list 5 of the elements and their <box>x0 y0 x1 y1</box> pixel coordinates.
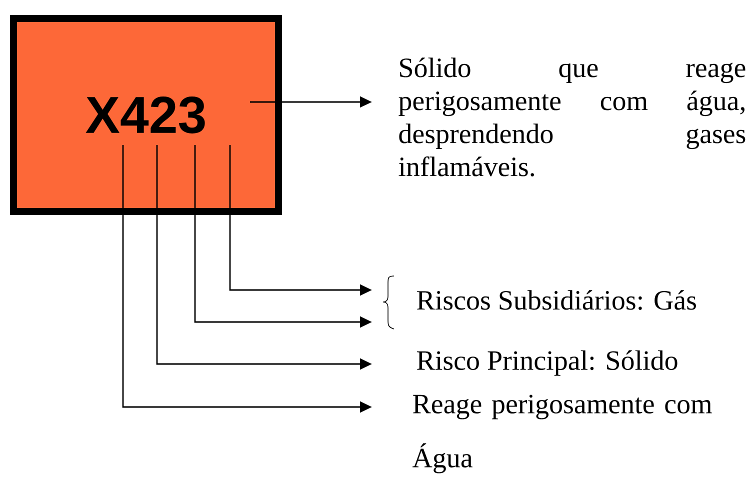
placard-box: X423 <box>10 15 282 215</box>
risk-text: Reage perigosamente com Água <box>412 394 712 474</box>
risk-text: Risco Principal: Sólido <box>417 350 678 376</box>
description-text: Sólido que reage perigosamente com água, desprendendo gases inflamáveis. <box>398 58 746 176</box>
risk-text: Riscos Subsidiários: Gás <box>417 290 696 310</box>
